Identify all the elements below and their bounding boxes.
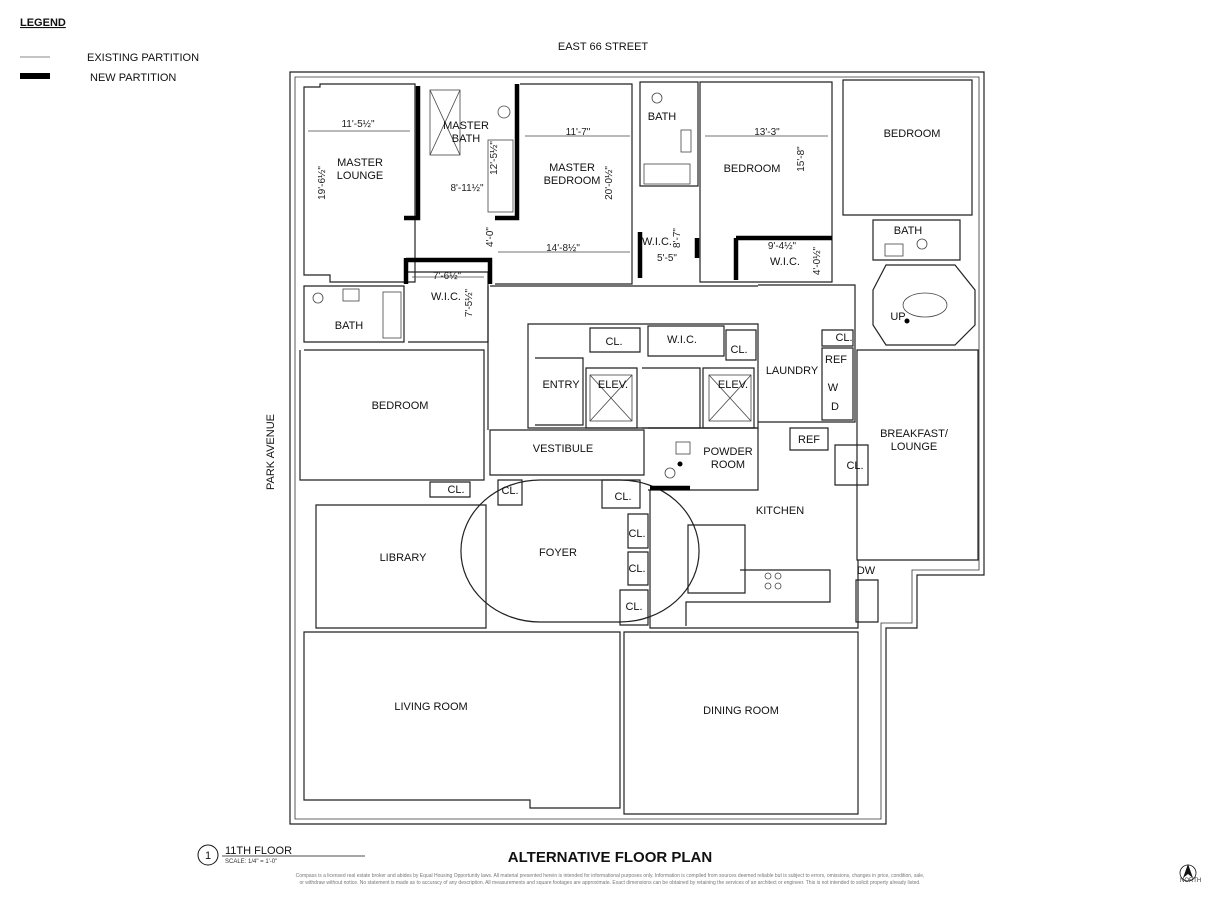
room-labels: MASTER LOUNGE MASTER BATH MASTER BEDROOM… — [335, 111, 949, 717]
dim-wic2-depth: 4'-0½" — [812, 246, 823, 275]
dim-mbed-depth: 20'-0½" — [604, 166, 615, 200]
street-north: EAST 66 STREET — [558, 41, 649, 53]
legend-existing-label: EXISTING PARTITION — [87, 52, 199, 64]
dim-bath-width: 8'-11½" — [450, 183, 484, 194]
label-cl-hall-2: CL. — [628, 563, 645, 575]
label-cl-hall-3: CL. — [625, 601, 642, 613]
label-bedroom-west: BEDROOM — [372, 400, 429, 412]
label-up: UP — [890, 311, 905, 323]
label-bath-top: BATH — [648, 111, 677, 123]
label-cl-foyer-left: CL. — [501, 485, 518, 497]
dim-bed-depth: 15'-8" — [796, 146, 807, 172]
label-foyer: FOYER — [539, 547, 577, 559]
fixtures — [312, 89, 948, 590]
label-cl-foyer-right: CL. — [614, 491, 631, 503]
dim-bath-depth: 12'-5½" — [489, 141, 500, 175]
dim-hall-length: 14'-8½" — [546, 243, 580, 254]
label-kitchen: KITCHEN — [756, 505, 804, 517]
dim-wic3-depth: 7'-5½" — [464, 288, 475, 317]
new-partitions — [403, 84, 832, 491]
label-wic-center: W.I.C. — [770, 256, 800, 268]
floor-label: 11TH FLOOR — [225, 845, 292, 857]
dim-bed-width: 13'-3" — [754, 127, 780, 138]
label-cl-mid: CL. — [730, 344, 747, 356]
dim-wic-depth: 8'-7" — [672, 228, 683, 248]
label-master-bath-2: BATH — [452, 133, 481, 145]
label-cl-hall-1: CL. — [628, 528, 645, 540]
dim-wic-width: 5'-5" — [657, 253, 677, 264]
label-dw: DW — [857, 565, 876, 577]
dim-mbed-width: 11'-7" — [566, 127, 591, 138]
existing-partitions — [299, 79, 979, 815]
legend-new-label: NEW PARTITION — [90, 72, 176, 84]
label-powder-room-2: ROOM — [711, 459, 745, 471]
label-elev-2: ELEV. — [718, 379, 748, 391]
label-ref-kitchen: REF — [798, 434, 820, 446]
label-cl-core: CL. — [605, 336, 622, 348]
north-arrow-icon — [1179, 864, 1197, 882]
new-partition-swatch — [20, 73, 50, 79]
dim-hall-width: 4'-0" — [485, 227, 496, 247]
north-label: NORTH — [1180, 878, 1201, 884]
disclaimer-line-1: Compass is a licensed real estate broker… — [296, 873, 925, 879]
label-breakfast: BREAKFAST/ — [880, 428, 949, 440]
label-ref-laundry: REF — [825, 354, 847, 366]
label-entry: ENTRY — [542, 379, 580, 391]
label-library: LIBRARY — [380, 552, 428, 564]
legend: LEGEND EXISTING PARTITION NEW PARTITION — [20, 17, 199, 84]
label-living-room: LIVING ROOM — [394, 701, 467, 713]
label-vestibule: VESTIBULE — [533, 443, 594, 455]
dim-wic2-width: 9'-4½" — [768, 241, 797, 252]
street-west: PARK AVENUE — [265, 414, 277, 490]
label-wic-mid: W.I.C. — [667, 334, 697, 346]
building-outline — [289, 71, 985, 825]
label-master-bedroom-2: BEDROOM — [544, 175, 601, 187]
label-washer: W — [828, 382, 839, 394]
label-dining-room: DINING ROOM — [703, 705, 779, 717]
label-breakfast-2: LOUNGE — [891, 441, 937, 453]
label-bedroom-ne: BEDROOM — [884, 128, 941, 140]
label-wic-master: W.I.C. — [642, 236, 672, 248]
label-master-lounge: MASTER — [337, 157, 383, 169]
label-cl-laundry: CL. — [835, 332, 852, 344]
label-cl-bedroom: CL. — [447, 484, 464, 496]
label-powder-room: POWDER — [703, 446, 753, 458]
title-block: 1 11TH FLOOR SCALE: 1/4" = 1'-0" ALTERNA… — [197, 844, 1201, 886]
disclaimer-line-2: or withdraw without notice. No statement… — [299, 880, 920, 886]
label-laundry: LAUNDRY — [766, 365, 819, 377]
plan-title: ALTERNATIVE FLOOR PLAN — [508, 849, 712, 866]
label-elev-1: ELEV. — [598, 379, 628, 391]
dim-lounge-width: 11'-5½" — [341, 119, 375, 130]
label-bath-ne: BATH — [894, 225, 923, 237]
label-wic-lounge: W.I.C. — [431, 291, 461, 303]
dim-lounge-depth: 19'-6½" — [317, 166, 328, 200]
label-dryer: D — [831, 401, 839, 413]
label-bedroom-center: BEDROOM — [724, 163, 781, 175]
sheet-number: 1 — [205, 850, 211, 862]
label-cl-breakfast: CL. — [846, 460, 863, 472]
label-bath-west: BATH — [335, 320, 364, 332]
label-master-lounge-2: LOUNGE — [337, 170, 383, 182]
label-master-bath: MASTER — [443, 120, 489, 132]
dimensions: 11'-5½" 19'-6½" 12'-5½" 8'-11½" 11'-7" 2… — [308, 119, 828, 317]
label-master-bedroom: MASTER — [549, 162, 595, 174]
sheet-number-circle — [197, 844, 219, 866]
legend-title: LEGEND — [20, 17, 66, 29]
scale-label: SCALE: 1/4" = 1'-0" — [225, 859, 277, 865]
dim-wic3-width: 7'-6½" — [433, 271, 462, 282]
